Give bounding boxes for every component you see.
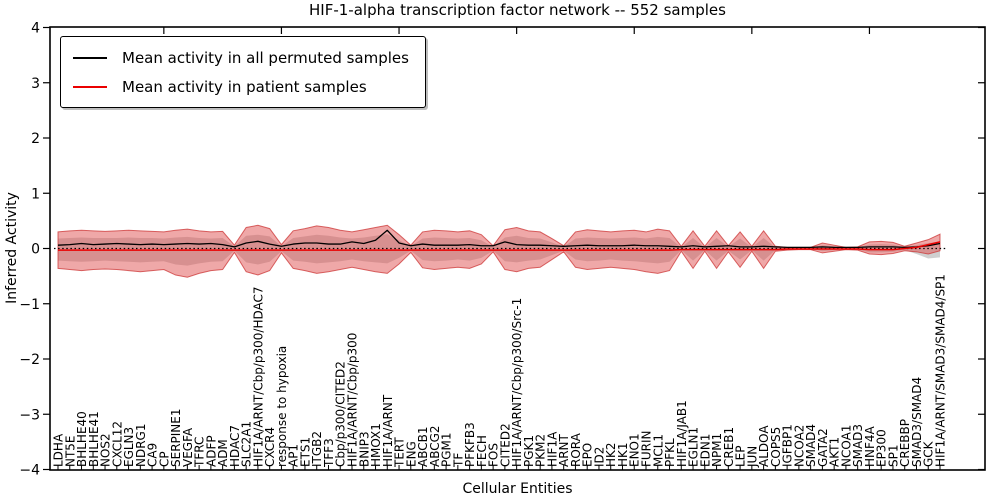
- x-tick-label: ENG: [404, 441, 418, 467]
- x-tick-label: EPO: [581, 443, 595, 467]
- x-tick-label: FURIN: [640, 430, 654, 467]
- x-tick-label: SMAD4: [804, 424, 818, 467]
- x-tick-label: response to hypoxia: [275, 346, 289, 467]
- x-tick-label: ARNT: [557, 433, 571, 467]
- x-tick-label: ITGB2: [310, 431, 324, 467]
- y-tick-label: −1: [19, 297, 40, 313]
- x-tick-label: CREB1: [722, 427, 736, 467]
- x-tick-label: HNF4A: [863, 425, 877, 467]
- x-tick-label: ALDOA: [757, 425, 771, 467]
- x-tick-label: CA9: [146, 443, 160, 467]
- chart-title: HIF-1-alpha transcription factor network…: [309, 1, 726, 19]
- x-tick-label: TF: [451, 453, 465, 468]
- x-tick-label: LDHA: [52, 433, 66, 467]
- x-tick-label: AP1: [287, 444, 301, 467]
- x-tick-label: PGM1: [440, 432, 454, 467]
- x-tick-label: CITED2: [498, 423, 512, 467]
- x-tick-label: PKM2: [534, 434, 548, 467]
- x-tick-label: SMAD3/SMAD4: [910, 377, 924, 467]
- x-tick-label: ABCB1: [416, 427, 430, 467]
- x-tick-label: TFRC: [193, 437, 207, 468]
- legend-line-permuted-icon: [73, 56, 107, 59]
- patient-samples-std-band: [57, 224, 941, 278]
- permuted-mean-line: [57, 229, 941, 249]
- x-tick-label: NT5E: [63, 435, 77, 467]
- x-tick-label: CREBBP: [898, 419, 912, 467]
- x-tick-label: VEGFA: [181, 427, 195, 467]
- x-tick-label: HIF1A: [545, 431, 559, 467]
- x-tick-label: CXCL12: [110, 421, 124, 467]
- legend-item-permuted: Mean activity in all permuted samples: [73, 43, 409, 72]
- x-tick-label: PFKFB3: [463, 422, 477, 467]
- legend-item-patient: Mean activity in patient samples: [73, 72, 409, 101]
- x-tick-label: HIF1A/ARNT/SMAD3/SMAD4/SP1: [934, 274, 948, 467]
- x-tick-label: HIF1A/ARNT: [381, 394, 395, 467]
- x-tick-label: MCL1: [651, 434, 665, 467]
- x-tick-label: GATA2: [816, 428, 830, 467]
- x-tick-label: ADM: [216, 439, 230, 467]
- x-tick-label: AKT1: [828, 437, 842, 467]
- legend-line-patient-icon: [73, 85, 107, 88]
- x-axis-label: Cellular Entities: [462, 481, 573, 497]
- y-tick-label: −2: [19, 352, 40, 368]
- y-tick-label: 3: [31, 76, 40, 92]
- y-tick-label: 1: [31, 186, 40, 202]
- x-tick-label: NCOA2: [792, 425, 806, 467]
- x-tick-label: Cbp/p300/CITED2: [334, 361, 348, 467]
- x-tick-label: EP300: [875, 429, 889, 467]
- x-tick-label: NOS2: [99, 433, 113, 467]
- x-tick-label: NCOA1: [839, 425, 853, 467]
- x-tick-label: BHLHE41: [87, 411, 101, 467]
- x-tick-label: HMOX1: [369, 423, 383, 467]
- legend-label-patient: Mean activity in patient samples: [122, 77, 367, 96]
- x-tick-label: SERPINE1: [169, 408, 183, 467]
- y-tick-label: 0: [31, 242, 40, 258]
- y-axis-label: Inferred Activity: [4, 192, 20, 304]
- x-tick-label: ETS1: [298, 437, 312, 467]
- x-tick-label: HDAC7: [228, 425, 242, 467]
- x-tick-label: ENO1: [628, 433, 642, 467]
- x-tick-label: SP1: [886, 445, 900, 468]
- x-tick-label: PFKL: [663, 438, 677, 467]
- x-tick-label: EGLN3: [122, 427, 136, 467]
- x-tick-label: ID2: [592, 447, 606, 467]
- x-tick-label: LEP: [734, 445, 748, 467]
- x-tick-label: BHLHE40: [75, 411, 89, 467]
- x-tick-label: HK2: [604, 442, 618, 467]
- x-tick-label: EGLN1: [687, 427, 701, 467]
- x-tick-label: HK1: [616, 442, 630, 467]
- x-tick-label: IGFBP1: [781, 424, 795, 467]
- x-tick-label: NDRG1: [134, 424, 148, 468]
- x-tick-label: EDN1: [698, 434, 712, 467]
- x-tick-label: SMAD3: [851, 424, 865, 467]
- x-tick-label: GCK: [922, 440, 936, 467]
- x-tick-label: HIF1A/JAB1: [675, 400, 689, 467]
- y-tick-label: −4: [19, 463, 40, 479]
- y-tick-label: −3: [19, 407, 40, 423]
- x-tick-label: TERT: [393, 437, 407, 468]
- x-tick-label: NPM1: [710, 433, 724, 467]
- x-tick-label: ADFP: [204, 435, 218, 467]
- x-tick-label: FECH: [475, 435, 489, 467]
- x-tick-label: COPS5: [769, 427, 783, 467]
- y-tick-label: 2: [31, 131, 40, 147]
- x-tick-label: SLC2A1: [240, 421, 254, 467]
- x-tick-label: PGK1: [522, 435, 536, 467]
- y-tick-label: 4: [31, 21, 40, 37]
- x-tick-label: HIF1A/ARNT/Cbp/p300/HDAC7: [251, 286, 265, 467]
- x-tick-label: FOS: [487, 443, 501, 467]
- x-tick-label: HIF1A/ARNT/Cbp/p300/Src-1: [510, 298, 524, 467]
- x-tick-label: CP: [157, 451, 171, 467]
- x-tick-label: TFF3: [322, 438, 336, 468]
- x-tick-label: JUN: [745, 446, 759, 468]
- legend: Mean activity in all permuted samples Me…: [60, 36, 426, 108]
- x-tick-label: ABCG2: [428, 425, 442, 467]
- x-tick-label: RORA: [569, 432, 583, 467]
- x-tick-label: CXCR4: [263, 427, 277, 467]
- x-tick-label: HIF1A/ARNT/Cbp/p300: [346, 333, 360, 467]
- x-tick-label: BNIP3: [357, 431, 371, 467]
- legend-label-permuted: Mean activity in all permuted samples: [122, 48, 409, 67]
- patient-mean-line: [58, 241, 941, 251]
